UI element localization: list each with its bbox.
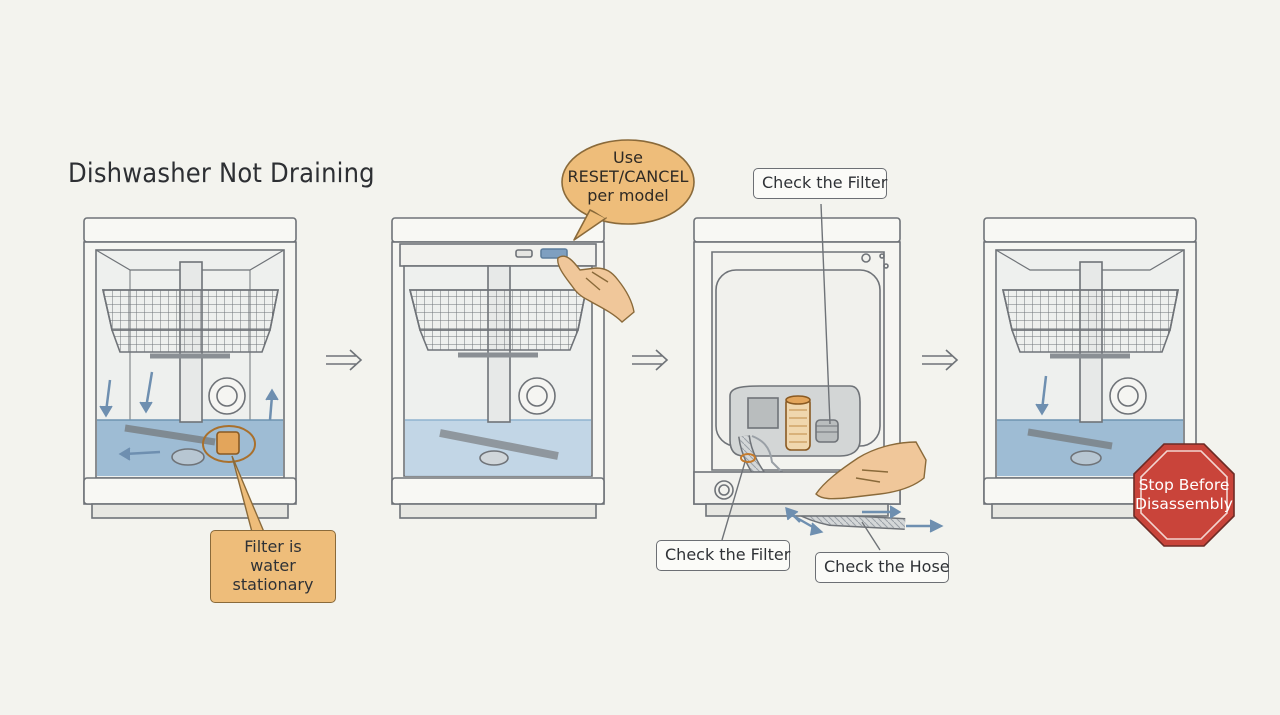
- dishwasher-panel-4: [983, 217, 1197, 519]
- check-filter-callout-top: Check the Filter: [753, 168, 887, 199]
- flow-arrow-icon: [785, 505, 944, 536]
- step-arrow-icon: [326, 349, 959, 371]
- speech-bubble: [561, 139, 695, 241]
- check-hose-callout: Check the Hose: [815, 552, 950, 583]
- flow-arrow-icon: [99, 371, 279, 461]
- callout-text: Stop Before Disassembly: [1135, 476, 1233, 513]
- callout-text: Filter is water stationary: [232, 537, 314, 594]
- callout-text: Check the Filter: [665, 545, 791, 564]
- check-filter-callout-bottom: Check the Filter: [656, 540, 790, 571]
- pointing-hand-icon: [557, 255, 635, 323]
- stop-sign-icon: [1133, 443, 1235, 547]
- callout-text: Use RESET/CANCEL per model: [567, 148, 689, 206]
- dishwasher-panel-2: [391, 217, 605, 519]
- filter-callout: Filter is water stationary: [210, 530, 336, 603]
- dishwasher-panel-3: [693, 203, 906, 551]
- stop-sign-text: Stop Before Disassembly: [1134, 476, 1234, 513]
- page-title: Dishwasher Not Draining: [68, 158, 375, 189]
- callout-text: Check the Filter: [762, 173, 888, 192]
- reset-bubble-text: Use RESET/CANCEL per model: [562, 148, 694, 206]
- pointing-hand-icon: [815, 441, 927, 500]
- callout-text: Check the Hose: [824, 557, 950, 576]
- dishwasher-panel-1: [83, 217, 297, 533]
